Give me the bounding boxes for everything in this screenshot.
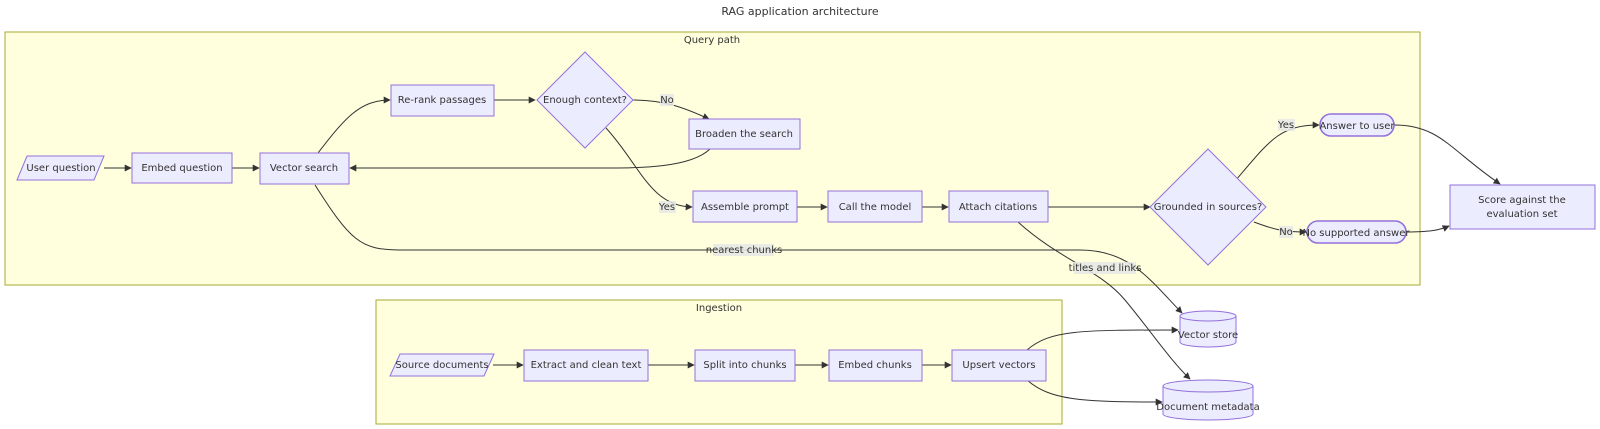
node-call-model[interactable]: Call the model (827, 190, 923, 223)
node-assemble-prompt[interactable]: Assemble prompt (692, 190, 798, 223)
edge-label-no-unsupported: No (1279, 227, 1293, 238)
edge-upsert-to-vector-store (1026, 326, 1179, 351)
cluster-query-path-label: Query path (684, 35, 740, 46)
node-attach-citations[interactable]: Attach citations (948, 190, 1049, 223)
node-score-evaluation-label-1: Score against the (1478, 195, 1566, 206)
edge-enough-context-yes-to-assemble (605, 127, 693, 211)
edge-no-answer-to-score (1405, 225, 1450, 233)
node-broaden-search[interactable]: Broaden the search (688, 118, 801, 150)
edge-label-no-broaden: No (660, 95, 674, 106)
edge-answer-to-score (1393, 124, 1501, 185)
edge-label-yes-answer: Yes (1277, 120, 1294, 131)
node-rerank-label: Re-rank passages (398, 95, 487, 106)
node-answer-to-user[interactable]: Answer to user (1319, 113, 1395, 137)
node-enough-context[interactable]: Enough context? (536, 51, 634, 149)
node-split-chunks-label: Split into chunks (703, 360, 786, 371)
node-vector-store[interactable]: Vector store (1178, 310, 1238, 348)
node-assemble-prompt-label: Assemble prompt (701, 202, 789, 213)
node-broaden-search-label: Broaden the search (695, 129, 793, 140)
node-answer-to-user-label: Answer to user (1319, 121, 1395, 132)
node-upsert-vectors-label: Upsert vectors (962, 360, 1035, 371)
cluster-query-path: Query path (4, 31, 1421, 286)
node-grounded-in-sources-label: Grounded in sources? (1154, 202, 1262, 213)
cluster-ingestion-label: Ingestion (696, 303, 742, 314)
node-embed-question-label: Embed question (141, 163, 222, 174)
node-vector-search[interactable]: Vector search (259, 152, 350, 185)
node-embed-question[interactable]: Embed question (131, 152, 233, 184)
node-vector-search-label: Vector search (270, 163, 338, 174)
node-attach-citations-label: Attach citations (959, 202, 1037, 213)
edge-label-yes-assemble: Yes (658, 202, 675, 213)
edge-upsert-to-doc-metadata (1026, 379, 1163, 406)
node-split-chunks[interactable]: Split into chunks (694, 349, 796, 382)
node-embed-chunks[interactable]: Embed chunks (828, 349, 923, 382)
node-call-model-label: Call the model (839, 202, 912, 213)
node-rerank[interactable]: Re-rank passages (390, 84, 495, 117)
node-enough-context-label: Enough context? (543, 95, 627, 106)
node-upsert-vectors[interactable]: Upsert vectors (951, 349, 1047, 382)
node-no-supported-answer[interactable]: No supported answer (1303, 220, 1411, 244)
node-source-documents-label: Source documents (395, 360, 488, 371)
node-source-documents[interactable]: Source documents (389, 353, 495, 377)
node-document-metadata-label: Document metadata (1156, 402, 1259, 413)
node-user-question-label: User question (26, 163, 95, 174)
edge-grounded-yes-to-answer (1235, 121, 1320, 181)
edge-labels: No Yes Yes No nearest chunks titles and … (658, 94, 1295, 274)
edge-broaden-to-vector-search (349, 148, 711, 172)
node-document-metadata[interactable]: Document metadata (1156, 379, 1260, 421)
node-extract-clean-label: Extract and clean text (531, 360, 642, 371)
node-embed-chunks-label: Embed chunks (838, 360, 912, 371)
node-score-evaluation-label-2: evaluation set (1486, 209, 1557, 220)
node-no-supported-answer-label: No supported answer (1303, 228, 1411, 239)
node-score-evaluation[interactable]: Score against the evaluation set (1449, 184, 1596, 230)
node-user-question[interactable]: User question (16, 155, 105, 181)
edge-label-titles-links: titles and links (1069, 263, 1142, 274)
node-extract-clean[interactable]: Extract and clean text (523, 349, 649, 382)
edge-citations-titles-links (1017, 221, 1191, 380)
edge-vector-search-to-rerank (317, 96, 391, 154)
node-vector-store-label: Vector store (1178, 330, 1238, 341)
node-grounded-in-sources[interactable]: Grounded in sources? (1149, 148, 1267, 266)
edge-vector-search-nearest-chunks (314, 184, 1183, 314)
edge-label-nearest-chunks: nearest chunks (706, 245, 782, 256)
diagram-title: RAG application architecture (721, 5, 879, 18)
